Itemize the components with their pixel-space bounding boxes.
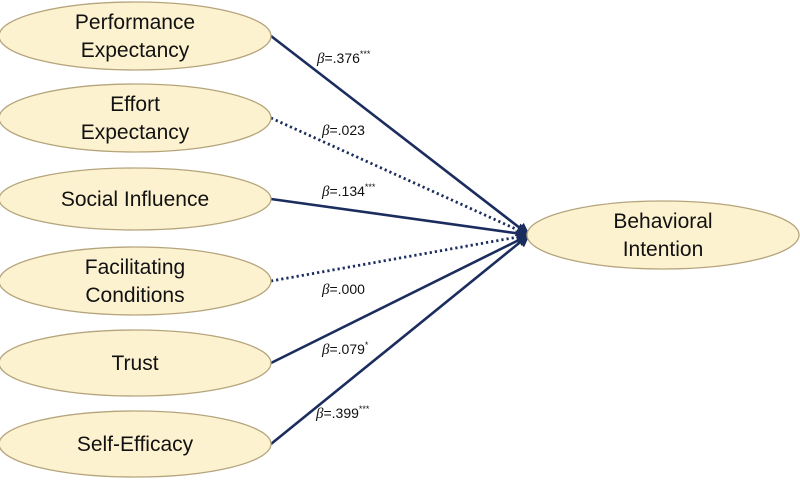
path-tr-to-bi: [270, 233, 531, 365]
coef-value: =.079: [329, 341, 365, 357]
path-pe-to-bi: [270, 34, 531, 237]
node-fc-ellipse: [0, 246, 272, 316]
coef-label-se: β=.399***: [315, 404, 370, 422]
path-si-to-bi: [270, 197, 531, 240]
coef-value: =.023: [329, 122, 365, 138]
path-fc-to-bi: [270, 230, 531, 283]
node-se-label-line: Self-Efficacy: [77, 433, 194, 456]
edges-layer: [270, 34, 531, 446]
beta-symbol: β: [321, 184, 330, 200]
coefficient-labels-layer: β=.376***β=.023β=.134***β=.000β=.079*β=.…: [315, 49, 376, 422]
node-bi-label-line: Behavioral: [613, 210, 712, 233]
beta-symbol: β: [316, 51, 325, 67]
coef-label-tr: β=.079*: [321, 340, 369, 358]
node-fc-label-line: Conditions: [85, 284, 184, 307]
path-ee-to-bi: [270, 116, 531, 237]
node-pe-label-line: Performance: [75, 11, 195, 34]
significance-stars: ***: [359, 404, 370, 414]
node-fc-label-line: Facilitating: [85, 256, 185, 279]
node-pe-label-line: Expectancy: [81, 39, 190, 62]
significance-stars: ***: [365, 182, 376, 192]
node-si: Social Influence: [0, 167, 272, 231]
node-bi-label-line: Intention: [623, 238, 704, 261]
node-tr-label-line: Trust: [111, 352, 158, 375]
significance-stars: *: [365, 340, 369, 350]
node-bi-ellipse: [526, 200, 800, 270]
coef-value: =.399: [323, 405, 359, 421]
node-tr-ellipse: [0, 329, 272, 397]
node-si-label-line: Social Influence: [61, 188, 209, 211]
coef-value: =.376: [324, 50, 360, 66]
node-ee-label-line: Effort: [110, 93, 160, 116]
path-se-to-bi: [270, 233, 531, 446]
node-ee-label-line: Expectancy: [81, 121, 190, 144]
coef-value: =.000: [329, 281, 365, 297]
beta-symbol: β: [321, 342, 330, 358]
coef-label-pe: β=.376***: [316, 49, 371, 67]
node-se: Self-Efficacy: [0, 410, 272, 478]
coef-label-si: β=.134***: [321, 182, 376, 200]
beta-symbol: β: [321, 123, 330, 139]
node-si-ellipse: [0, 167, 272, 231]
beta-symbol: β: [321, 282, 330, 298]
coef-value: =.134: [329, 183, 365, 199]
significance-stars: ***: [360, 49, 371, 59]
node-tr: Trust: [0, 329, 272, 397]
node-pe-ellipse: [0, 1, 272, 71]
node-ee-ellipse: [0, 83, 272, 153]
node-se-ellipse: [0, 410, 272, 478]
beta-symbol: β: [315, 406, 324, 422]
coef-label-ee: β=.023: [321, 122, 365, 139]
coef-label-fc: β=.000: [321, 281, 365, 298]
